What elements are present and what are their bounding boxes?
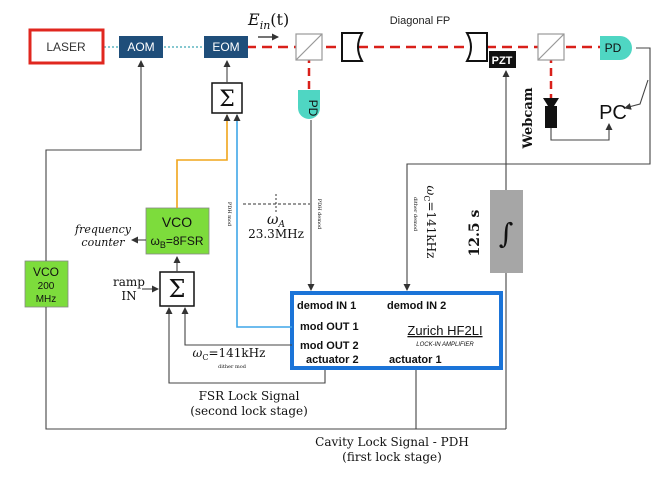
fsr-lock-line1: FSR Lock Signal [199, 389, 300, 403]
fsr-lock-line2: (second lock stage) [190, 404, 308, 418]
ramp-label-line1: ramp [113, 275, 145, 289]
lockin-actuator-1: actuator 1 [389, 354, 442, 366]
webcam-icon [543, 98, 559, 106]
pzt-box [489, 51, 516, 68]
dither-demod-label: dither demod [412, 197, 418, 232]
wire-modout1-to-sigma [233, 114, 292, 328]
ein-label: Ein(t) [247, 10, 289, 32]
photodiode-right-label: PD [605, 41, 622, 55]
wire-actuator2-to-sigma [165, 307, 326, 384]
omega-c-bottom-label: ωC=141kHz [193, 346, 266, 362]
omega-a-label: ωA [267, 212, 285, 230]
cavity-lock-line1: Cavity Lock Signal - PDH [315, 435, 469, 449]
vco-main-box [145, 207, 210, 255]
vco-main-title: VCO [162, 214, 192, 230]
diagonal-fp-label: Diagonal FP [390, 15, 451, 27]
wire-modout2-to-sigma [181, 307, 292, 346]
wire-vco-to-sigma-top [176, 114, 231, 208]
lockin-mod-out-2: mod OUT 2 [300, 340, 359, 352]
omega-a-value: 23.3MHz [248, 227, 304, 241]
wire-vco200-to-aom [45, 60, 145, 261]
webcam-label: Webcam [521, 87, 536, 149]
ramp-label-line2: IN [121, 289, 136, 303]
lockin-actuator-2: actuator 2 [306, 354, 359, 366]
lockin-demod-in-1: demod IN 1 [297, 300, 356, 312]
webcam-body [545, 106, 557, 128]
lockin-model-name: Zurich HF2LI [407, 323, 482, 338]
beamsplitter-2-diagonal [537, 33, 565, 61]
summing-junction-top-symbol: Σ [219, 87, 235, 112]
laser-label: LASER [46, 40, 86, 54]
photodiode-bottom-label: PD [306, 100, 320, 117]
wire-pdright-to-demod2 [403, 47, 651, 291]
lockin-mod-out-1: mod OUT 1 [300, 321, 359, 333]
cavity-mirror-left [341, 32, 364, 62]
vco-200mhz-box [24, 260, 69, 308]
vco-200mhz-line2: 200 [38, 281, 55, 292]
lockin-demod-in-2: demod IN 2 [387, 300, 446, 312]
cavity-mirror-right [465, 32, 488, 62]
wire-pd-to-pc [624, 79, 649, 110]
wire-cavity-lock-loop [45, 307, 417, 430]
frequency-counter-line2: counter [81, 236, 125, 249]
vco-200mhz-line1: VCO [33, 265, 59, 279]
beamsplitter-1-diagonal [295, 33, 323, 61]
pdh-demod-label: PDH demod [316, 199, 322, 230]
photodiode-right [600, 36, 632, 60]
vco-main-value: ωB=8FSR [150, 234, 203, 250]
photodiode-bottom [298, 90, 320, 119]
lockin-amplifier-box [290, 291, 503, 370]
integrator-symbol: ∫ [499, 217, 514, 250]
summing-junction-bottom-symbol: Σ [169, 275, 186, 303]
integrator-box [490, 190, 523, 273]
cavity-lock-line2: (first lock stage) [342, 450, 442, 464]
eom-label: EOM [212, 40, 239, 54]
vco-200mhz-line3: MHz [36, 294, 57, 305]
summing-junction-top [211, 82, 243, 114]
wire-webcam-to-pc [550, 123, 613, 141]
pdh-mod-label: PDH mod [226, 202, 232, 227]
pc-label: PC [599, 102, 627, 124]
integrator-time-label: 12.5 s [467, 209, 483, 256]
eom-box [204, 36, 248, 58]
aom-label: AOM [127, 40, 154, 54]
dither-mod-label: dither mod [218, 364, 247, 370]
omega-c-vertical-label: ωC=141kHz [422, 186, 438, 259]
frequency-counter-line1: frequency [74, 223, 132, 236]
pzt-label: PZT [492, 55, 513, 67]
lockin-subtitle: LOCK-IN AMPLIFIER [416, 342, 474, 348]
aom-box [119, 36, 163, 58]
laser-box [28, 28, 105, 65]
